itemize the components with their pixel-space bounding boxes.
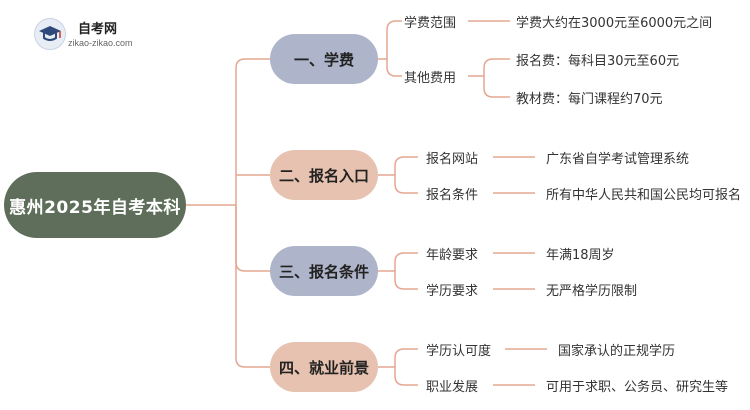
leaf-value: 年满18周岁: [546, 248, 615, 263]
branch-registration-portal: 二、报名入口: [270, 150, 378, 200]
leaf-key: 其他费用: [404, 71, 457, 86]
leaf-key: 学费范围: [404, 16, 457, 31]
logo-title: 自考网: [78, 22, 118, 37]
leaf-value: 无严格学历限制: [546, 284, 638, 299]
graduation-cap-icon: [34, 18, 66, 50]
logo-url: zikao-zikao.com: [68, 38, 133, 48]
leaf-key: 年龄要求: [426, 248, 479, 263]
logo: 自考网 zikao-zikao.com: [34, 16, 174, 52]
leaf-key: 报名条件: [426, 188, 479, 203]
leaf-value: 教材费：每门课程约70元: [516, 92, 663, 107]
leaf-key: 学历要求: [426, 284, 479, 299]
leaf-value: 广东省自学考试管理系统: [546, 152, 690, 167]
leaf-value: 所有中华人民共和国公民均可报名: [546, 188, 742, 203]
leaf-value: 可用于求职、公务员、研究生等: [546, 380, 729, 395]
leaf-key: 报名网站: [426, 152, 479, 167]
leaf-value: 国家承认的正规学历: [558, 344, 676, 359]
root-node: 惠州2025年自考本科: [4, 172, 186, 238]
leaf-key: 学历认可度: [426, 344, 492, 359]
leaf-value: 报名费：每科目30元至60元: [516, 54, 680, 69]
leaf-value: 学费大约在3000元至6000元之间: [516, 16, 713, 31]
leaf-key: 职业发展: [426, 380, 479, 395]
branch-career-prospects: 四、就业前景: [270, 342, 378, 392]
branch-registration-requirements: 三、报名条件: [270, 246, 378, 296]
branch-tuition: 一、学费: [270, 34, 378, 84]
